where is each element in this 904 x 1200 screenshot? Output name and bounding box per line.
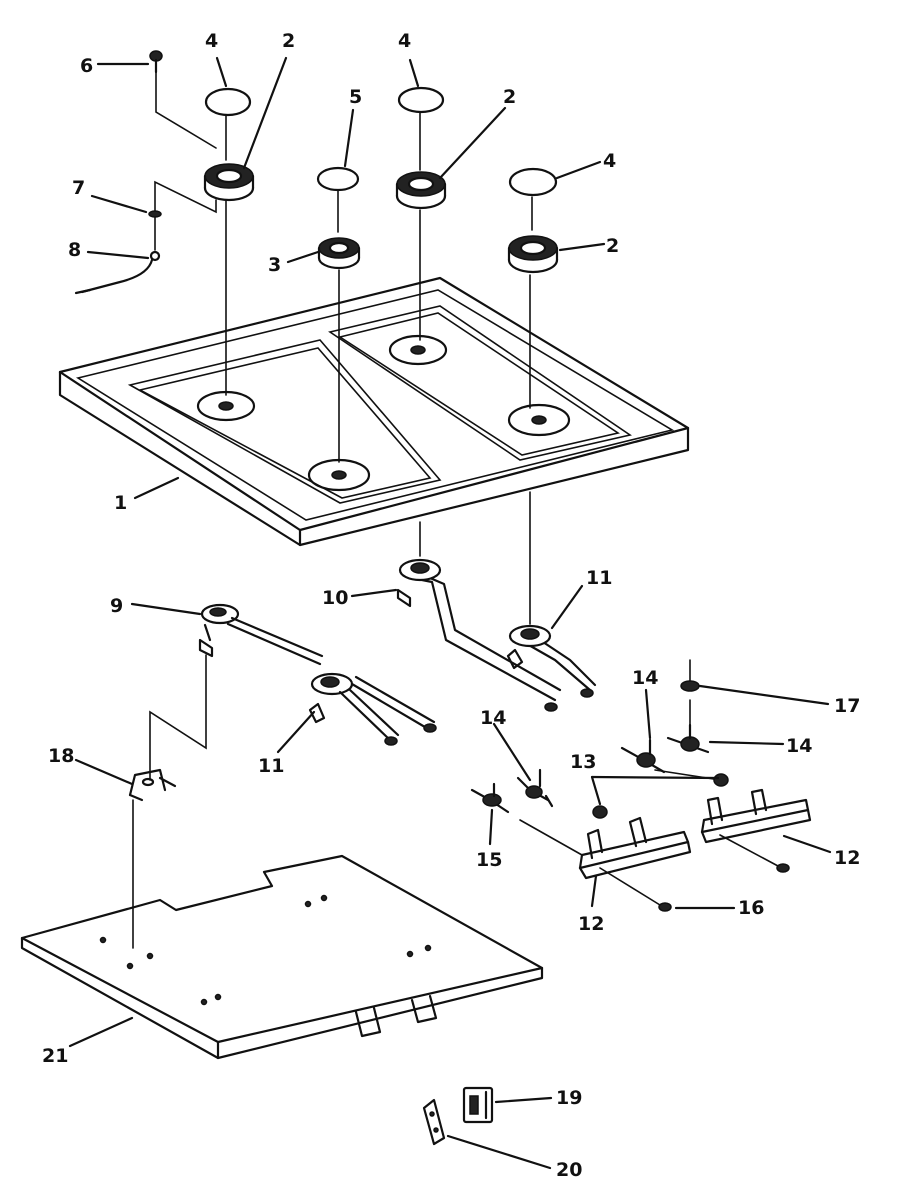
manifold-bracket (700, 788, 812, 844)
callout-label: 20 (556, 1159, 582, 1181)
callout-label: 3 (268, 254, 281, 276)
nut (680, 680, 700, 692)
callout-label: 10 (322, 587, 348, 609)
callout-label: 14 (632, 667, 658, 689)
leader-lines (68, 56, 832, 1170)
burner-head (395, 171, 447, 210)
callout-label: 9 (110, 595, 123, 617)
callout-label: 7 (72, 177, 85, 199)
clip (592, 805, 608, 819)
callout-labels: 6 4 2 4 5 2 7 4 8 3 2 1 10 11 9 14 17 14… (42, 30, 860, 1181)
manifold-bracket (578, 816, 692, 880)
valve (516, 768, 554, 808)
screw (658, 902, 672, 912)
burner-cap (397, 86, 445, 114)
callout-label: 2 (606, 235, 619, 257)
callout-label: 14 (786, 735, 812, 757)
screw (776, 863, 790, 873)
callout-label: 21 (42, 1045, 68, 1067)
callout-label: 12 (834, 847, 860, 869)
burner-head-small (317, 237, 361, 270)
burner-head (507, 235, 559, 274)
burner-hole (196, 390, 256, 422)
burner-cap (508, 167, 558, 197)
burner-tube-assembly-right (396, 558, 597, 712)
screw (149, 50, 163, 74)
callout-label: 4 (398, 30, 411, 52)
callout-label: 12 (578, 913, 604, 935)
callout-label: 18 (48, 745, 74, 767)
burner-cap-small (316, 166, 360, 192)
callout-label: 5 (349, 86, 362, 108)
callout-label: 15 (476, 849, 502, 871)
callout-label: 2 (282, 30, 295, 52)
burner-hole (507, 403, 571, 437)
burner-hole (388, 334, 448, 366)
callout-label: 13 (570, 751, 596, 773)
callout-label: 17 (834, 695, 860, 717)
burner-cap (204, 87, 252, 117)
clip (148, 210, 162, 218)
burner-tube-assembly-left (198, 603, 437, 746)
valve (620, 738, 666, 774)
callout-label: 4 (603, 150, 616, 172)
burner-head (203, 163, 255, 202)
switch-box (462, 1086, 494, 1124)
alignment-lines (132, 71, 779, 949)
callout-label: 16 (738, 897, 764, 919)
callout-label: 4 (205, 30, 218, 52)
igniter-bracket (128, 768, 177, 802)
cooktop-panel (58, 276, 690, 547)
burner-hole (307, 458, 371, 492)
clip (713, 773, 729, 787)
valve (470, 782, 510, 814)
callout-label: 1 (114, 492, 127, 514)
igniter-wire (74, 250, 161, 295)
callout-label: 11 (586, 567, 612, 589)
callout-label: 14 (480, 707, 506, 729)
mounting-plate (422, 1098, 446, 1146)
callout-label: 11 (258, 755, 284, 777)
valve (666, 723, 710, 754)
callout-label: 2 (503, 86, 516, 108)
callout-label: 19 (556, 1087, 582, 1109)
callout-label: 8 (68, 239, 81, 261)
bottom-panel (20, 854, 544, 1060)
callout-label: 6 (80, 55, 93, 77)
